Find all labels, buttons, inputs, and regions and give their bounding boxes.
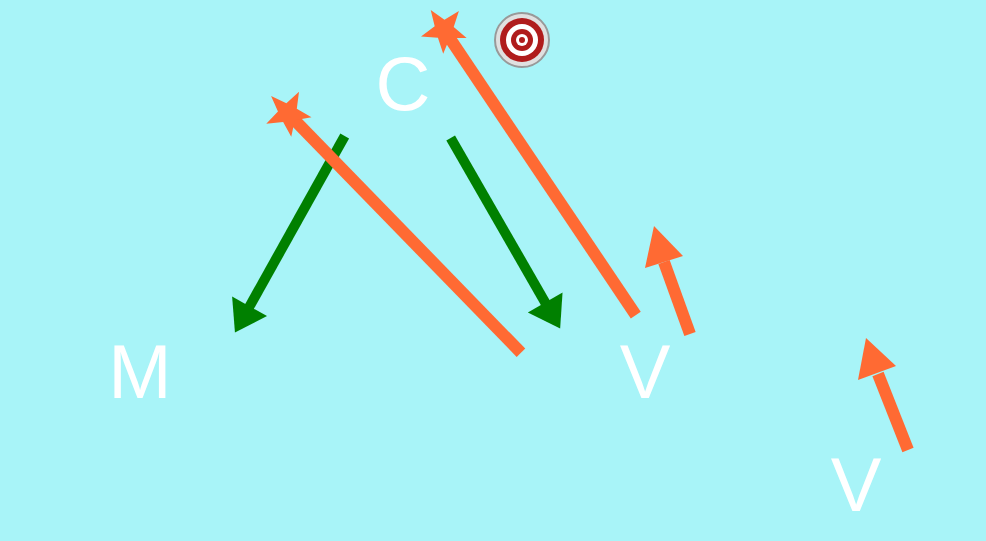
granule bbox=[543, 338, 577, 372]
release-arrow-head bbox=[645, 226, 683, 268]
granule bbox=[694, 379, 718, 403]
arrow-head bbox=[528, 292, 563, 328]
connector-line bbox=[291, 116, 521, 353]
granule bbox=[228, 358, 248, 378]
antibody-tab bbox=[622, 170, 636, 177]
arrow-connector bbox=[266, 92, 521, 353]
antibody-tab bbox=[583, 189, 597, 196]
arrow-connector bbox=[421, 10, 636, 315]
star-head bbox=[266, 92, 311, 137]
release-arrow-shaft bbox=[878, 374, 908, 450]
granule bbox=[768, 453, 802, 487]
node-letter: M bbox=[108, 334, 171, 410]
antibody-tab bbox=[462, 247, 476, 254]
cell-body bbox=[271, 28, 535, 141]
antibody-tab bbox=[317, 248, 332, 255]
target-ring bbox=[495, 13, 549, 67]
ellipse-node: C bbox=[270, 27, 536, 142]
node-letter: V bbox=[620, 334, 671, 410]
target-ring bbox=[516, 34, 528, 46]
node-letter: C bbox=[376, 46, 431, 122]
release-arrow bbox=[645, 226, 690, 334]
arrow-head bbox=[232, 297, 267, 333]
release-arrow-head bbox=[858, 338, 896, 380]
target-icon bbox=[495, 13, 549, 67]
granule bbox=[931, 450, 965, 484]
antibody-stem bbox=[399, 290, 408, 422]
release-arrow bbox=[858, 338, 908, 450]
ellipse-node: V bbox=[513, 315, 777, 430]
connector-line bbox=[446, 33, 635, 315]
cell-body bbox=[9, 316, 271, 429]
antibody-tab bbox=[234, 211, 249, 218]
node-letter: V bbox=[831, 447, 882, 523]
granule bbox=[711, 335, 743, 367]
cell-body bbox=[514, 316, 776, 429]
ellipse-node: M bbox=[8, 315, 272, 430]
arrow-connector bbox=[232, 136, 345, 333]
granule bbox=[912, 495, 938, 521]
target-ring bbox=[511, 29, 533, 51]
release-arrow-shaft bbox=[664, 262, 690, 334]
granule bbox=[29, 342, 55, 368]
target-ring bbox=[500, 18, 544, 62]
antibody-stem bbox=[386, 290, 395, 422]
cell-body bbox=[728, 429, 984, 541]
antibody-tab bbox=[544, 207, 558, 214]
ellipse-node: V bbox=[727, 428, 985, 541]
antibody-tab bbox=[156, 176, 171, 183]
antibody-tab bbox=[195, 193, 210, 200]
target-ring bbox=[506, 24, 538, 56]
target-ring bbox=[519, 37, 525, 43]
